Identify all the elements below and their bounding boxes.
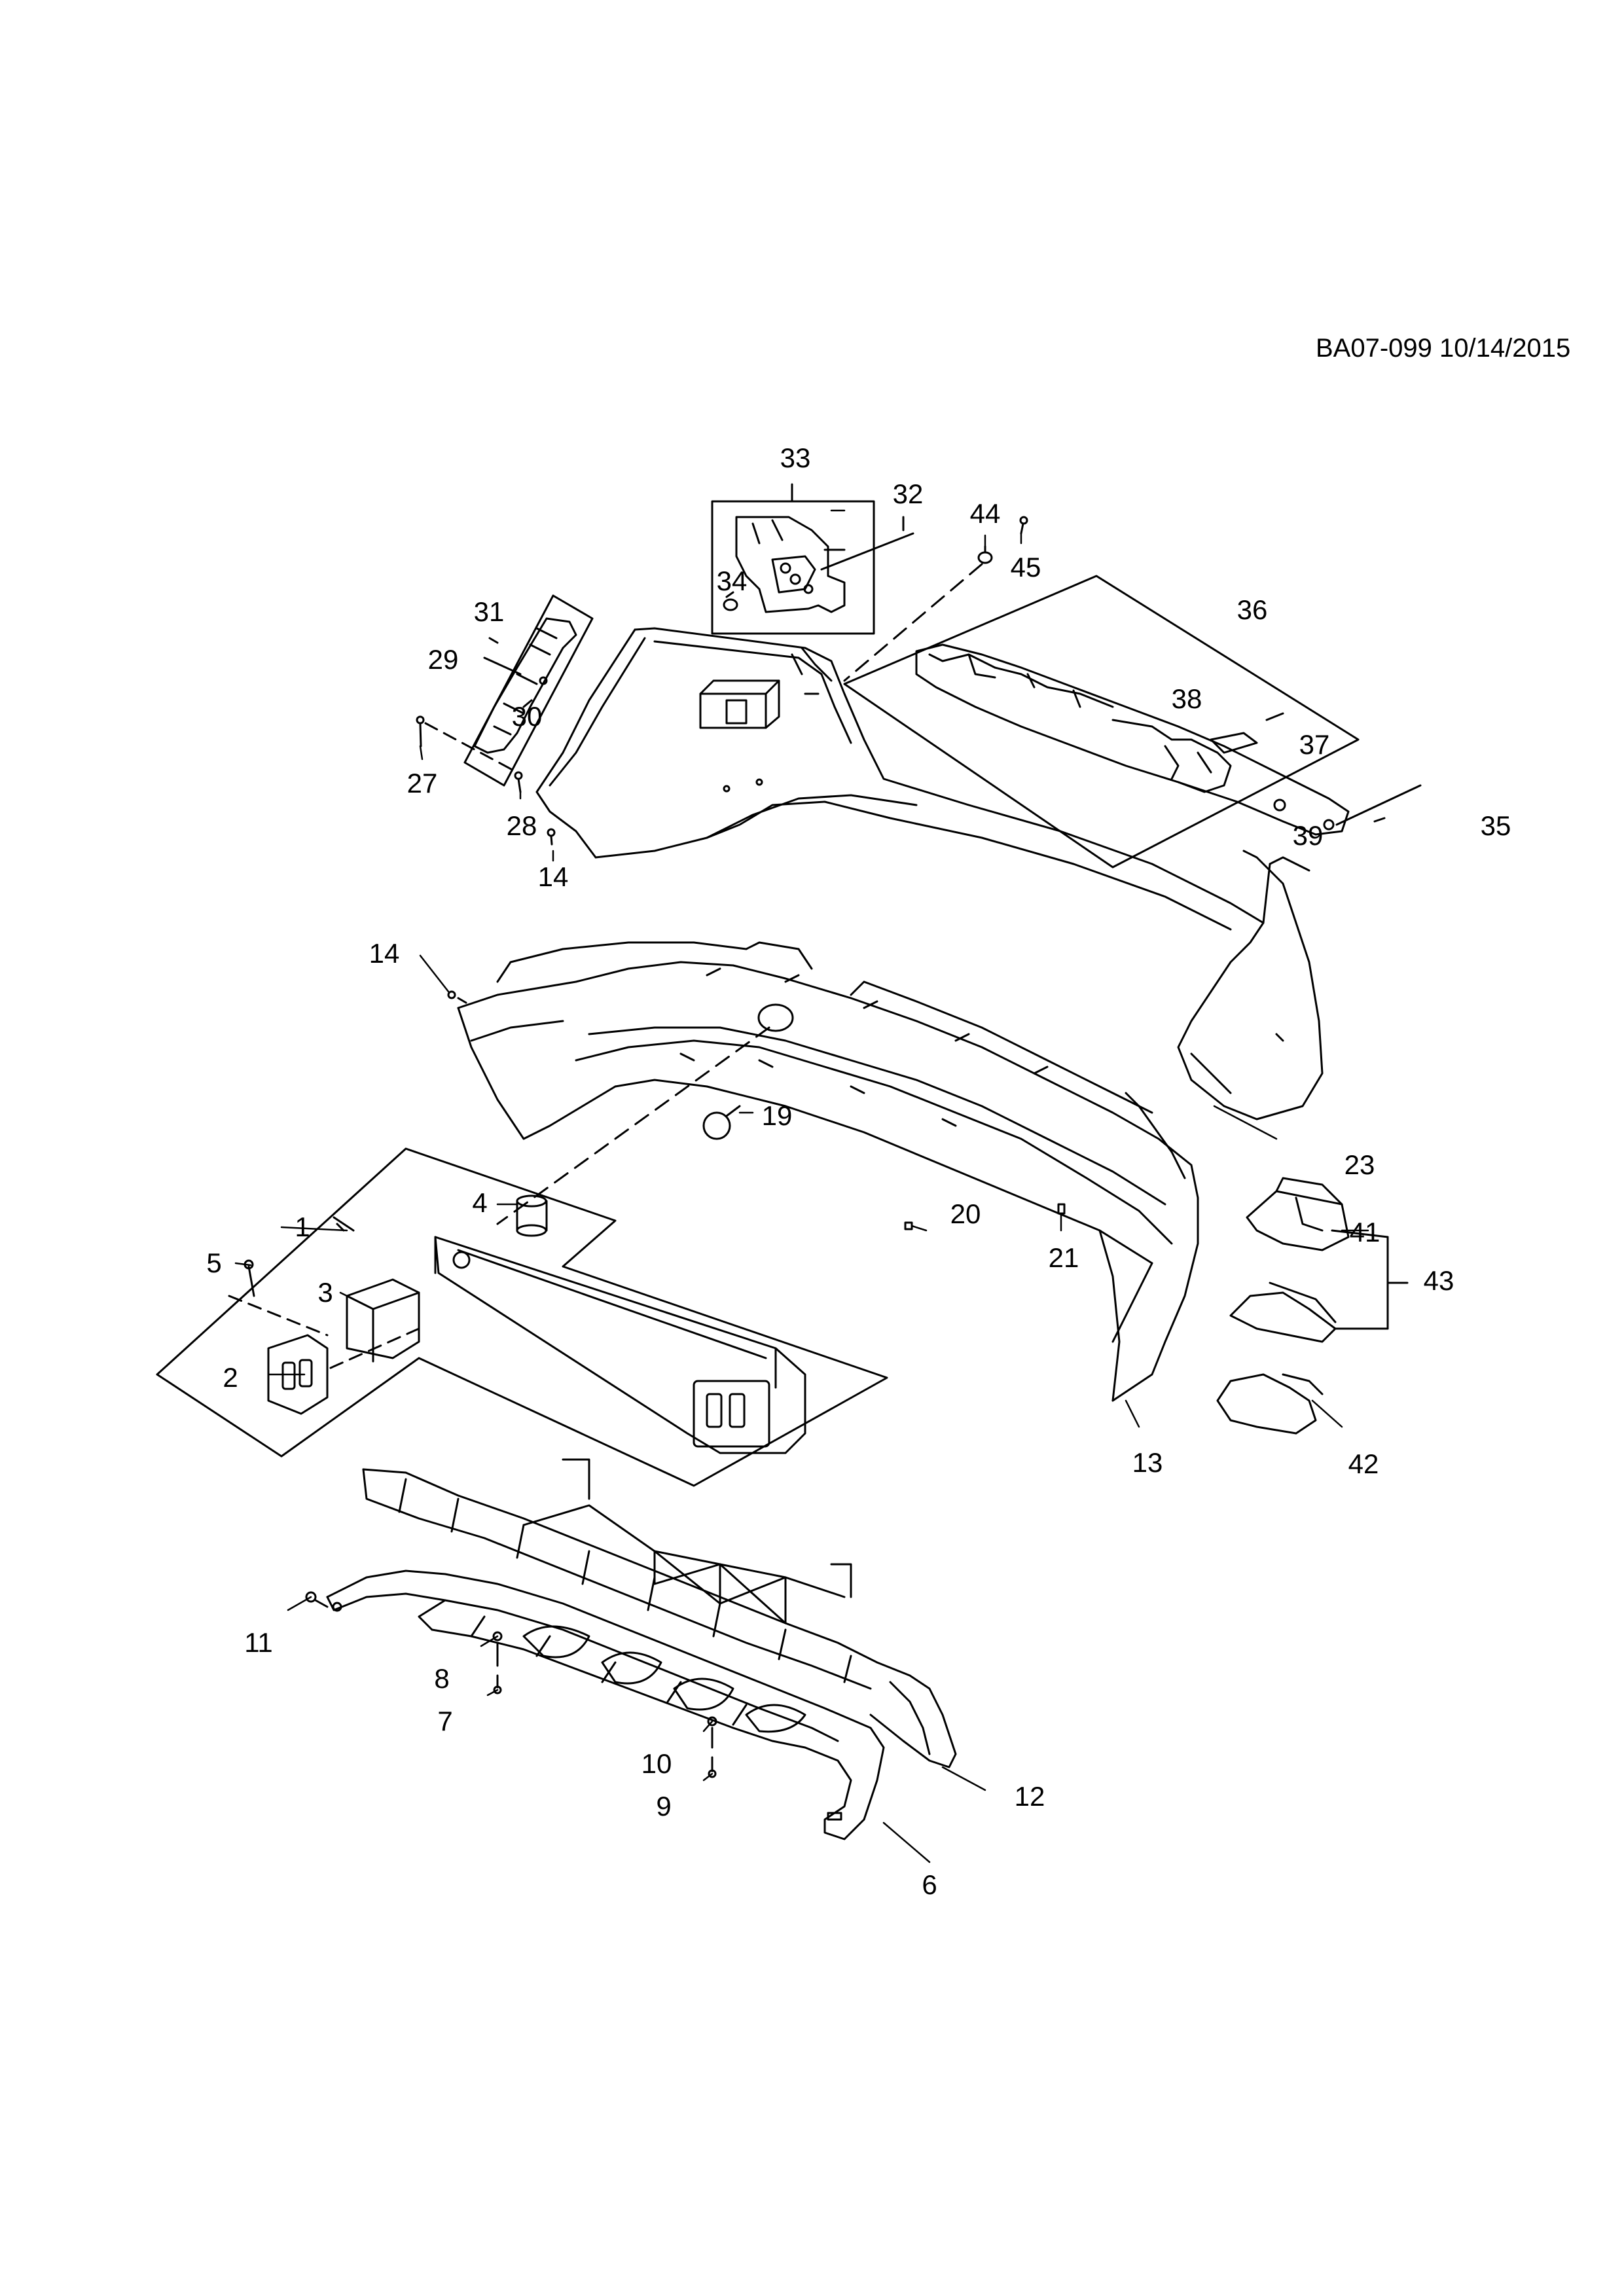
callout-35: 35 <box>1480 810 1511 841</box>
callout-41: 41 <box>1349 1217 1380 1247</box>
drawing-reference: BA07-099 10/14/2015 <box>1316 334 1571 363</box>
callout-14-lower: 14 <box>537 861 569 892</box>
callout-42: 42 <box>1348 1448 1379 1479</box>
callout-14-upper: 14 <box>369 938 400 969</box>
callout-27: 27 <box>406 768 438 798</box>
callout-29: 29 <box>427 644 459 675</box>
callout-36: 36 <box>1236 594 1268 625</box>
callout-20: 20 <box>950 1198 981 1229</box>
inset-box-31 <box>463 594 594 787</box>
callout-28: 28 <box>506 810 537 841</box>
callout-30: 30 <box>511 701 543 732</box>
callout-10: 10 <box>641 1748 672 1779</box>
callout-38: 38 <box>1171 683 1202 714</box>
callout-4: 4 <box>472 1187 488 1218</box>
callout-31: 31 <box>473 596 505 627</box>
callout-19: 19 <box>761 1100 793 1131</box>
callout-3: 3 <box>317 1277 333 1308</box>
callout-33: 33 <box>780 442 811 473</box>
callout-32: 32 <box>892 478 924 509</box>
callout-13: 13 <box>1132 1447 1163 1478</box>
callout-44: 44 <box>969 498 1001 529</box>
callout-8: 8 <box>434 1663 450 1694</box>
callout-12: 12 <box>1014 1781 1045 1812</box>
callout-43: 43 <box>1423 1265 1454 1296</box>
callout-39: 39 <box>1292 820 1324 851</box>
callout-23: 23 <box>1344 1149 1375 1180</box>
callout-34: 34 <box>716 565 748 596</box>
leader-lines <box>234 509 1369 1863</box>
inset-box-33 <box>711 500 875 635</box>
diffuser-6 <box>326 1570 885 1840</box>
callout-9: 9 <box>656 1791 672 1821</box>
callout-45: 45 <box>1010 552 1041 583</box>
callout-1: 1 <box>295 1211 310 1242</box>
callout-7: 7 <box>437 1706 453 1736</box>
callout-5: 5 <box>206 1247 222 1278</box>
brackets-41-42-43 <box>1216 1177 1350 1435</box>
callout-37: 37 <box>1299 729 1330 760</box>
lower-fascia-13 <box>457 941 1199 1402</box>
inset-box-36 <box>843 575 1360 869</box>
inset-box-1 <box>156 1147 888 1487</box>
skid-plate-12 <box>362 1458 957 1768</box>
upper-fascia-23 <box>535 627 1324 1121</box>
callout-2: 2 <box>223 1362 238 1393</box>
callout-6: 6 <box>922 1869 937 1900</box>
callout-21: 21 <box>1048 1242 1079 1273</box>
callout-11: 11 <box>244 1627 273 1658</box>
